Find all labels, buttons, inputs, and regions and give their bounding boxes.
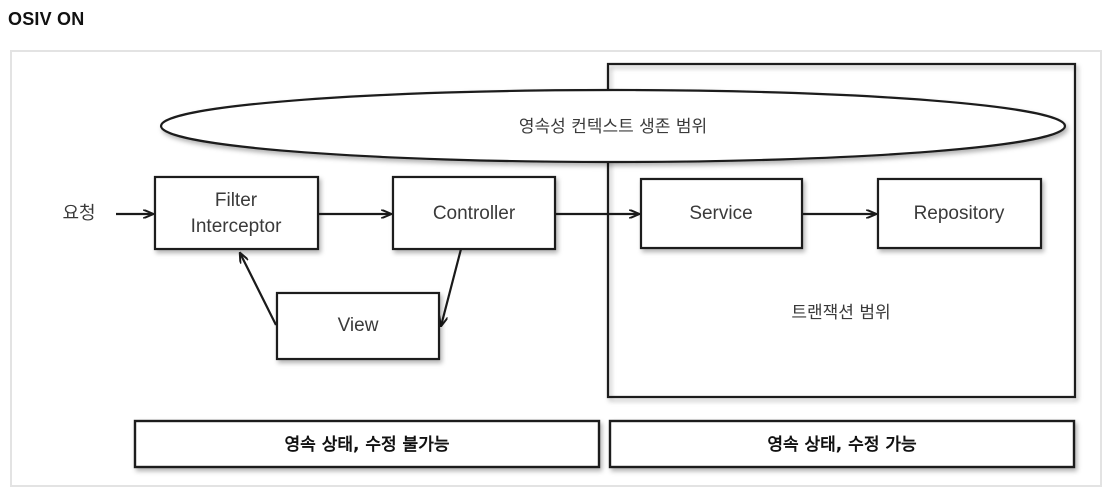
node-filter-interceptor-line1: Filter [215, 190, 258, 211]
edge-controller-to-view [441, 248, 463, 326]
transaction-scope-box: 트랜잭션 범위 [606, 62, 1077, 399]
page-title: OSIV ON [8, 9, 85, 29]
entry-request-label: 요청 [62, 203, 95, 224]
footer-bar-right-label: 영속 상태, 수정 가능 [767, 435, 917, 455]
node-controller[interactable]: Controller [391, 175, 557, 251]
transaction-scope-label: 트랜잭션 범위 [791, 303, 890, 323]
edge-view-to-filter [240, 253, 277, 326]
node-filter-interceptor-line2: Interceptor [191, 216, 282, 237]
node-repository[interactable]: Repository [876, 177, 1043, 250]
footer-bar-left: 영속 상태, 수정 불가능 [133, 419, 601, 469]
persistence-context-scope-ellipse: 영속성 컨텍스트 생존 범위 [159, 88, 1067, 164]
persistence-context-scope-label: 영속성 컨텍스트 생존 범위 [519, 117, 707, 137]
node-view-label: View [338, 315, 379, 336]
node-filter-interceptor[interactable]: Filter Interceptor [153, 175, 320, 251]
node-view[interactable]: View [275, 291, 441, 361]
node-controller-label: Controller [433, 203, 516, 224]
footer-bar-left-label: 영속 상태, 수정 불가능 [285, 435, 450, 455]
diagram-canvas: 트랜잭션 범위 영속성 컨텍스트 생존 범위 요청 Filter Interce… [62, 62, 1077, 469]
node-repository-label: Repository [914, 203, 1005, 224]
footer-bar-right: 영속 상태, 수정 가능 [608, 419, 1076, 469]
diagram-frame: 트랜잭션 범위 영속성 컨텍스트 생존 범위 요청 Filter Interce… [10, 50, 1102, 487]
node-service[interactable]: Service [639, 177, 804, 250]
node-service-label: Service [689, 203, 752, 224]
